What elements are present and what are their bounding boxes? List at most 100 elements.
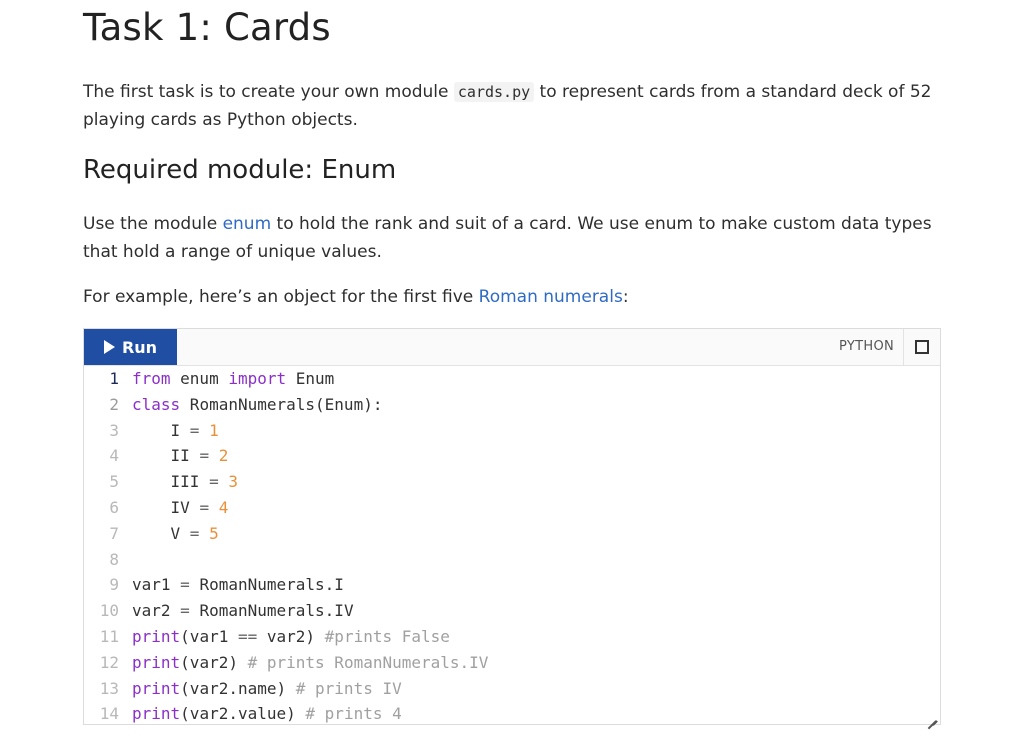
code-toolbar: Run PYTHON	[84, 329, 940, 366]
code-content: II = 2	[132, 443, 229, 469]
fullscreen-icon-corner	[922, 347, 929, 354]
line-number: 13	[99, 678, 119, 698]
run-button[interactable]: Run	[84, 329, 177, 365]
fullscreen-button[interactable]	[903, 329, 940, 365]
code-content: from enum import Enum	[132, 366, 334, 392]
code-token: print	[132, 626, 181, 646]
line-number: 1	[109, 369, 119, 388]
code-line: 8	[84, 547, 940, 573]
code-token	[199, 421, 209, 440]
code-token: print	[132, 678, 181, 698]
language-label: PYTHON	[839, 339, 894, 354]
code-line: 5 III = 3	[84, 469, 940, 495]
resize-handle-icon[interactable]	[926, 711, 936, 721]
line-number: 5	[109, 472, 119, 492]
line-number: 6	[109, 497, 119, 517]
code-token: RomanNumerals.IV	[189, 601, 354, 621]
intro-text-after: to represent cards from a standard deck …	[83, 82, 932, 130]
para2-text-before: For example, here’s an object for the fi…	[83, 287, 479, 307]
code-token: # prints RomanNumerals.IV	[247, 652, 489, 672]
para1-text-before: Use the module	[83, 214, 223, 234]
code-token: class	[132, 394, 181, 414]
code-token: var1	[132, 575, 181, 595]
line-number: 2	[109, 394, 119, 414]
line-number: 11	[99, 626, 119, 646]
code-token	[219, 472, 229, 491]
code-token: import	[228, 369, 287, 388]
code-content: var1 = RomanNumerals.I	[132, 572, 344, 598]
code-token: 2	[218, 446, 229, 466]
code-token: enum	[170, 369, 229, 388]
code-token: (var2.value)	[180, 704, 306, 724]
code-token: 3	[228, 472, 238, 492]
example-paragraph: For example, here’s an object for the fi…	[83, 283, 943, 311]
code-content: var2 = RomanNumerals.IV	[132, 598, 354, 624]
code-editor[interactable]: 1 from enum import Enum 2 class RomanNumera…	[84, 366, 940, 724]
para1-text-after: to hold the rank and suit of a card. We …	[83, 214, 932, 262]
line-number: 12	[99, 652, 119, 672]
fullscreen-icon-corner	[922, 340, 929, 347]
code-token: from	[132, 369, 171, 388]
code-token: IV	[132, 497, 200, 517]
enum-paragraph: Use the module enum to hold the rank and…	[83, 210, 943, 266]
code-content: print(var1 == var2) #prints False	[132, 624, 450, 650]
code-token: 1	[209, 420, 219, 440]
roman-numerals-link[interactable]: Roman numerals	[478, 287, 623, 307]
code-token: =	[209, 472, 219, 492]
code-token: #prints False	[324, 626, 450, 646]
code-token	[199, 524, 209, 543]
fullscreen-icon	[915, 340, 922, 347]
code-token: RomanNumerals(Enum):	[180, 394, 383, 414]
code-token: =	[189, 523, 200, 543]
code-token: print	[132, 652, 181, 672]
code-token: (var2.name)	[180, 678, 296, 698]
code-token: V	[132, 523, 190, 543]
code-content: print(var2.value) # prints 4	[132, 701, 402, 727]
code-token: =	[189, 420, 200, 440]
code-widget: Run PYTHON 1 from enum import Enum 2 class …	[83, 328, 941, 725]
code-line: 1 from enum import Enum	[84, 366, 940, 392]
code-token	[209, 498, 219, 517]
code-line: 7 V = 5	[84, 521, 940, 547]
code-token: var2	[132, 601, 181, 621]
code-token: RomanNumerals.I	[189, 575, 344, 595]
inline-code-cards-py: cards.py	[453, 82, 535, 102]
code-token: var2)	[257, 626, 325, 646]
code-line: 14 print(var2.value) # prints 4	[84, 701, 940, 727]
page-title: Task 1: Cards	[83, 6, 331, 49]
line-number: 8	[109, 549, 119, 569]
code-line: 13 print(var2.name) # prints IV	[84, 676, 940, 702]
line-number: 4	[109, 446, 119, 466]
line-number: 10	[99, 601, 119, 621]
code-line: 10 var2 = RomanNumerals.IV	[84, 598, 940, 624]
code-content: print(var2.name) # prints IV	[132, 676, 402, 702]
run-label: Run	[121, 337, 158, 357]
fullscreen-icon-corner	[915, 347, 922, 354]
code-line: 12 print(var2) # prints RomanNumerals.IV	[84, 650, 940, 676]
code-content: I = 1	[132, 418, 219, 444]
code-line: 6 IV = 4	[84, 495, 940, 521]
code-line: 4 II = 2	[84, 443, 940, 469]
code-token: =	[199, 446, 210, 466]
code-token: 5	[209, 523, 219, 543]
code-line: 3 I = 1	[84, 418, 940, 444]
line-number: 14	[99, 704, 119, 724]
code-content: V = 5	[132, 521, 219, 547]
para2-text-after: :	[622, 287, 629, 307]
code-token: # prints 4	[305, 704, 402, 724]
code-content: IV = 4	[132, 495, 229, 521]
code-token: III	[132, 472, 210, 492]
code-token: Enum	[286, 369, 335, 388]
code-token: =	[180, 601, 190, 621]
code-content: print(var2) # prints RomanNumerals.IV	[132, 650, 488, 676]
code-token: =	[199, 497, 210, 517]
intro-text-before: The first task is to create your own mod…	[83, 82, 454, 102]
code-token: 4	[218, 497, 229, 517]
code-content: class RomanNumerals(Enum):	[132, 392, 382, 418]
line-number: 3	[109, 420, 119, 440]
code-token	[209, 446, 219, 465]
code-token: print	[132, 704, 181, 724]
enum-link[interactable]: enum	[222, 214, 272, 234]
code-content: III = 3	[132, 469, 238, 495]
